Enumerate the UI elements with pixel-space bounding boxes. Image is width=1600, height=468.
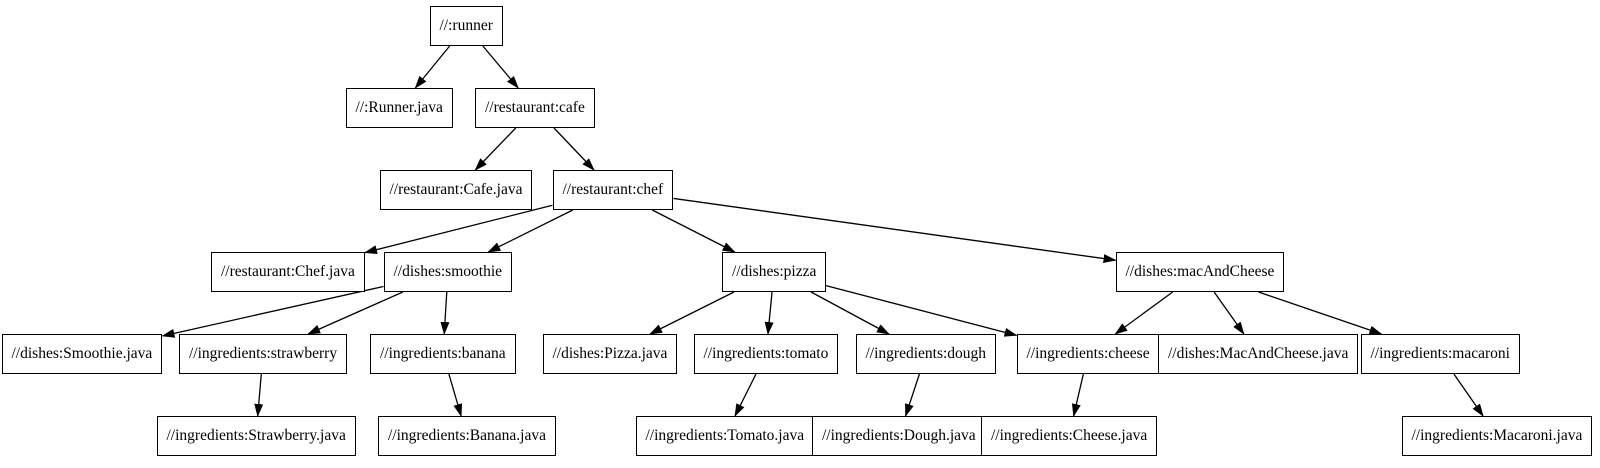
graph-node-macandcheese: //dishes:macAndCheese	[1115, 252, 1285, 292]
graph-edge-pizza-to-pizza_java	[649, 291, 735, 335]
graph-edge-smoothie-to-smoothie_java	[161, 285, 384, 338]
graph-node-macaroni: //ingredients:macaroni	[1360, 334, 1520, 374]
graph-node-cheese: //ingredients:cheese	[1016, 334, 1160, 374]
graph-edge-macandcheese-to-macaroni	[1258, 291, 1383, 335]
graph-node-tomato_java: //ingredients:Tomato.java	[635, 416, 815, 456]
graph-edge-strawberry-to-strawberry_java	[254, 373, 264, 417]
graph-node-smoothie: //dishes:smoothie	[383, 252, 512, 292]
graph-edge-pizza-to-tomato	[764, 291, 774, 335]
graph-node-cafe: //restaurant:cafe	[475, 88, 595, 128]
graph-node-chef_java: //restaurant:Chef.java	[211, 252, 365, 292]
graph-node-dough: //ingredients:dough	[855, 334, 997, 374]
graph-edge-chef-to-chef_java	[364, 204, 553, 254]
graph-node-dough_java: //ingredients:Dough.java	[812, 416, 986, 456]
graph-edge-cafe-to-cafe_java	[474, 127, 517, 171]
graph-edge-macandcheese-to-macandcheese_java	[1213, 291, 1245, 335]
graph-node-cafe_java: //restaurant:Cafe.java	[379, 170, 533, 210]
graph-edge-chef-to-smoothie	[487, 209, 574, 253]
graph-node-chef: //restaurant:chef	[552, 170, 674, 210]
graph-node-smoothie_java: //dishes:Smoothie.java	[1, 334, 163, 374]
graph-node-macandcheese_java: //dishes:MacAndCheese.java	[1158, 334, 1359, 374]
graph-edge-cheese-to-cheese_java	[1071, 373, 1084, 417]
graph-edge-cafe-to-chef	[553, 127, 595, 171]
graph-edge-runner-to-runner_java	[414, 45, 451, 89]
graph-node-banana_java: //ingredients:Banana.java	[378, 416, 556, 456]
graph-edge-tomato-to-tomato_java	[734, 373, 757, 417]
graph-edge-runner-to-cafe	[482, 45, 519, 89]
graph-node-cheese_java: //ingredients:Cheese.java	[981, 416, 1158, 456]
graph-edge-chef-to-macandcheese	[673, 197, 1117, 263]
graph-edge-pizza-to-dough	[810, 291, 890, 335]
graph-edge-smoothie-to-strawberry	[307, 291, 404, 335]
graph-edge-smoothie-to-banana	[440, 291, 450, 335]
graph-edge-macandcheese-to-cheese	[1114, 291, 1174, 335]
graph-edge-chef-to-pizza	[651, 209, 736, 253]
graph-node-macaroni_java: //ingredients:Macaroni.java	[1401, 416, 1593, 456]
graph-node-strawberry_java: //ingredients:Strawberry.java	[156, 416, 356, 456]
graph-edge-dough-to-dough_java	[904, 373, 921, 417]
graph-node-pizza_java: //dishes:Pizza.java	[542, 334, 678, 374]
graph-node-runner: //:runner	[429, 6, 503, 46]
graph-edge-macaroni-to-macaroni_java	[1453, 373, 1484, 417]
graph-node-banana: //ingredients:banana	[370, 334, 516, 374]
graph-edge-banana-to-banana_java	[448, 373, 463, 417]
graph-edge-pizza-to-cheese	[825, 284, 1018, 337]
graph-node-pizza: //dishes:pizza	[722, 252, 827, 292]
graph-node-tomato: //ingredients:tomato	[693, 334, 839, 374]
graph-node-runner_java: //:Runner.java	[345, 88, 453, 128]
graph-node-strawberry: //ingredients:strawberry	[179, 334, 348, 374]
